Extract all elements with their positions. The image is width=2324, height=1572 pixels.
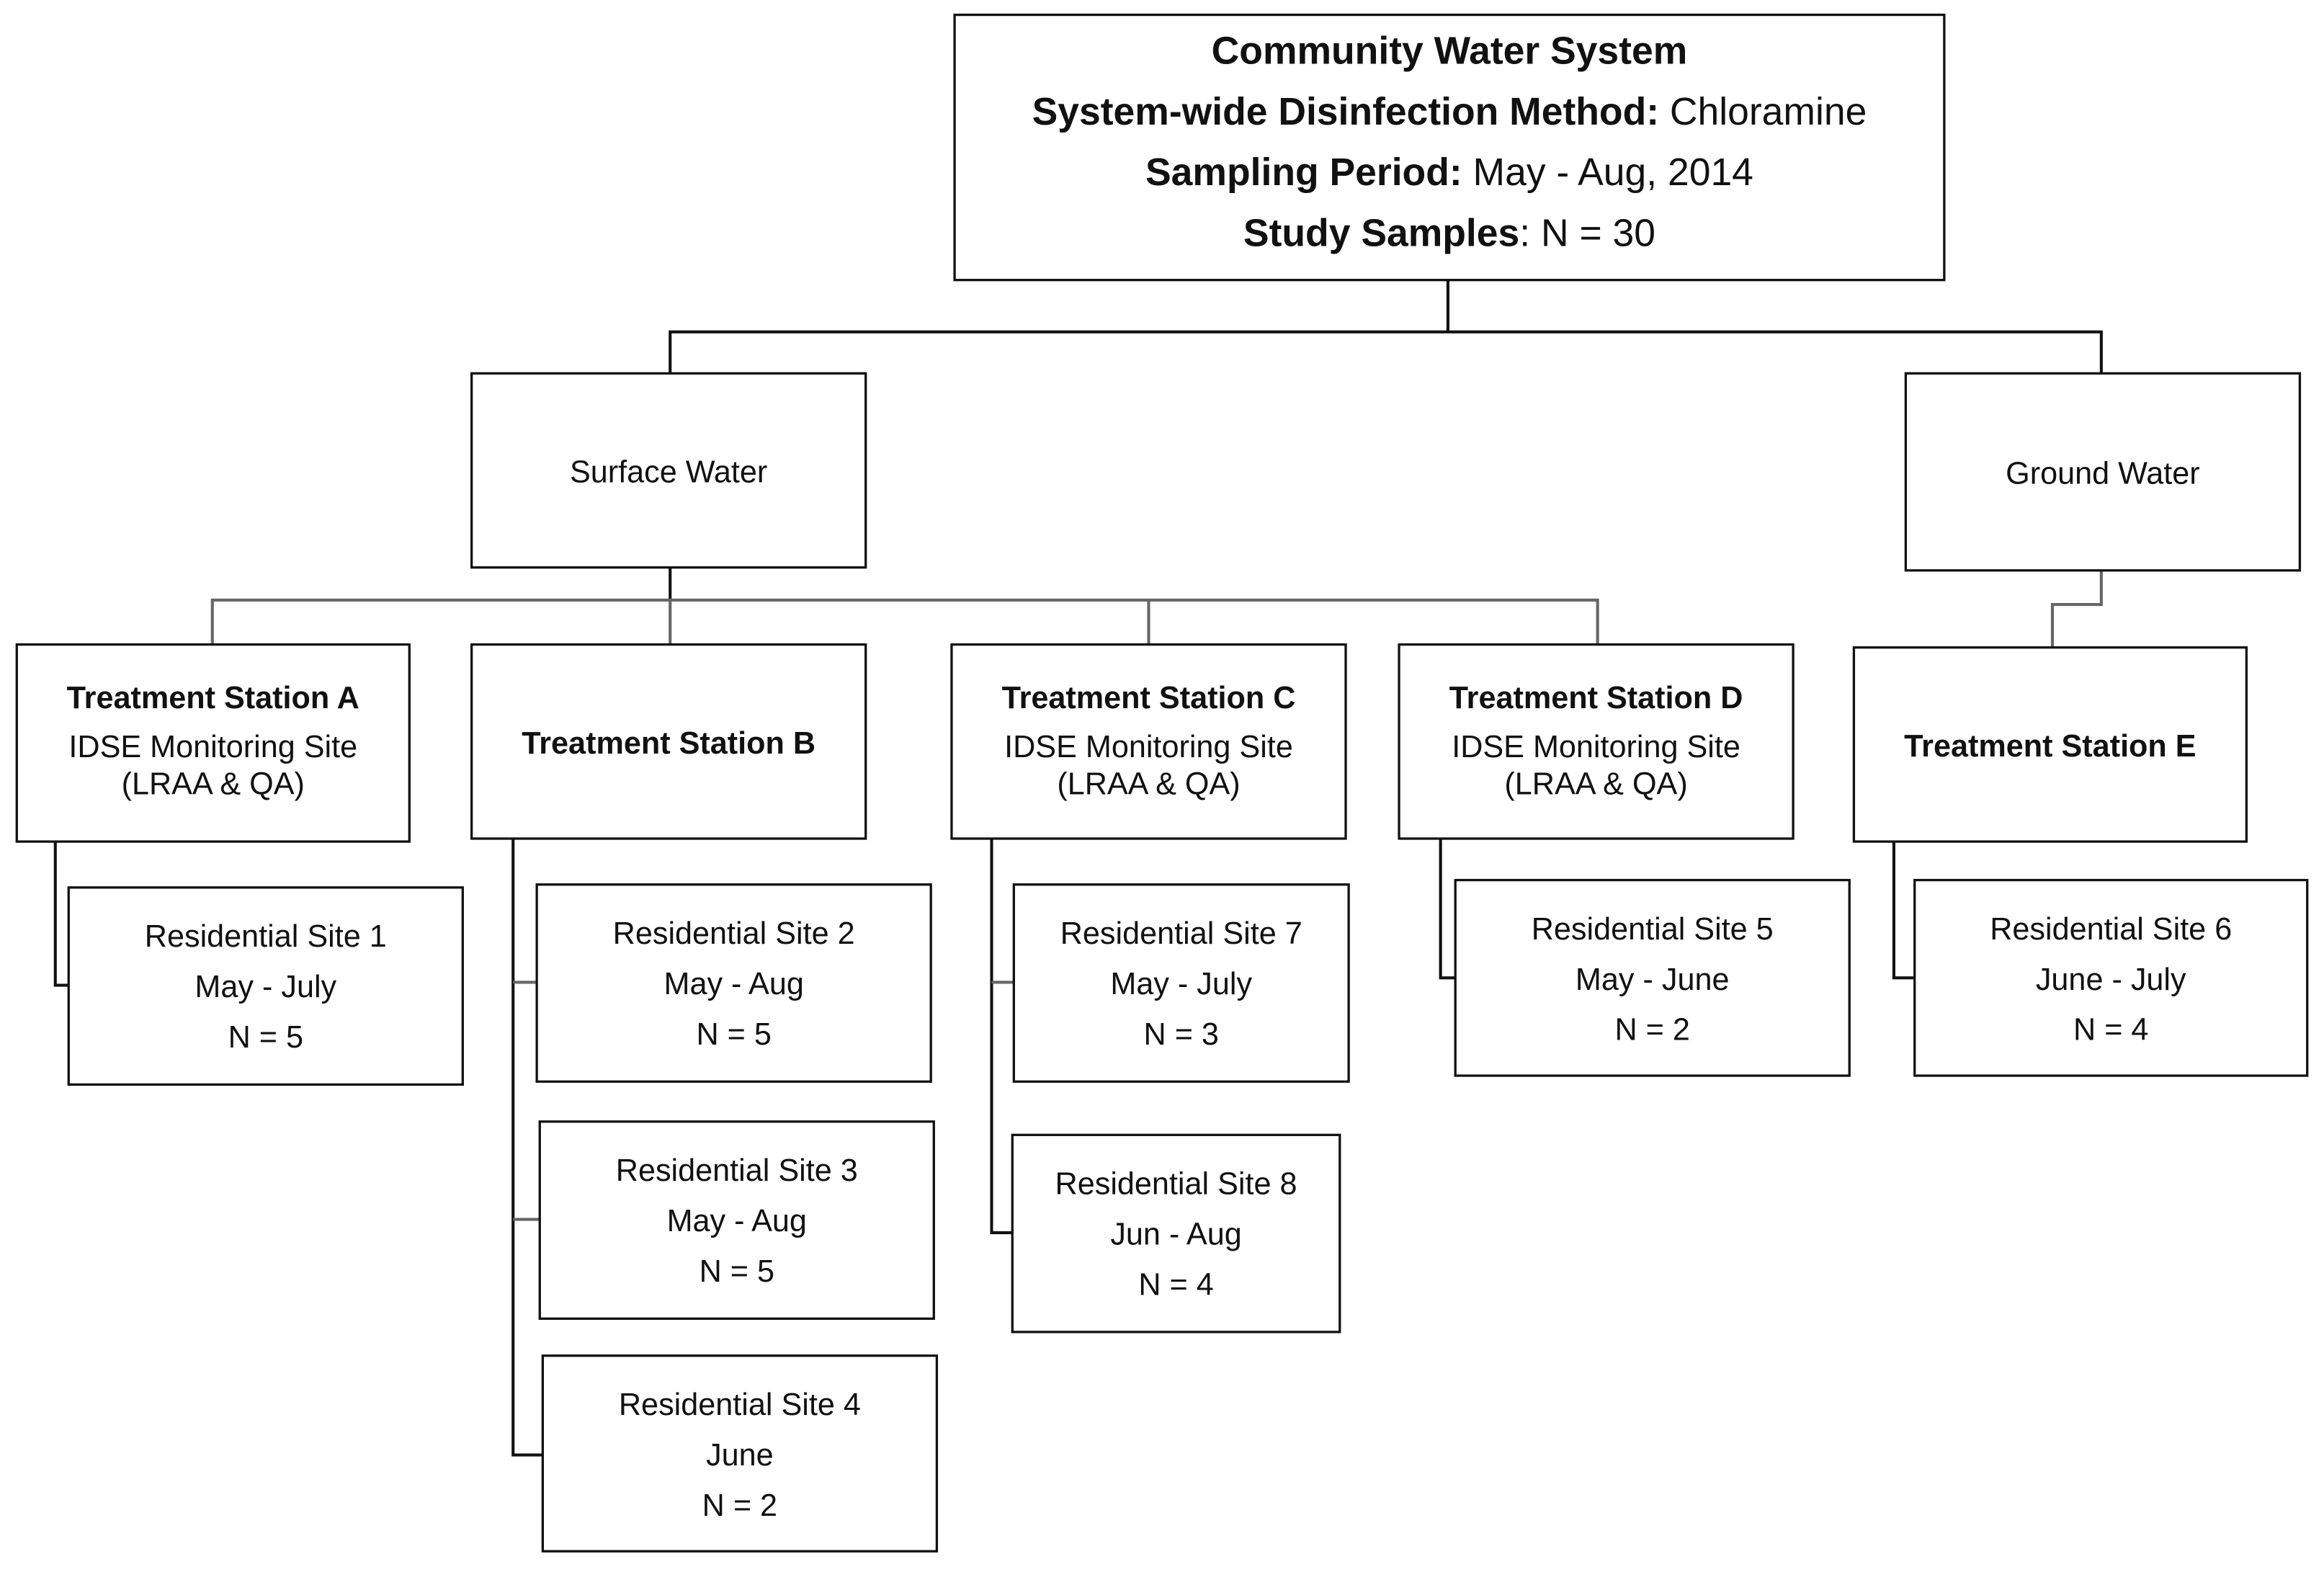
root-line: Study Samples: N = 30 [1243,212,1655,254]
treatment-station-box-border [470,643,867,840]
treatment-station-box: Treatment Station B [470,643,867,840]
station-title: Treatment Station A [67,681,359,715]
station-detail: (LRAA & QA) [122,767,305,801]
residential-site-box: Residential Site 5 May - June N = 2 [1454,878,1851,1077]
site-line: Residential Site 4 [619,1388,861,1422]
site-line: Residential Site 1 [145,919,387,954]
residential-site-box-border [1913,878,2309,1077]
site-line: N = 3 [1144,1017,1219,1052]
site-line: May - Aug [667,1204,807,1238]
site-line: Residential Site 6 [1990,912,2232,947]
residential-site-box: Residential Site 2 May - Aug N = 5 [535,883,932,1083]
station-detail: IDSE Monitoring Site [1452,730,1740,764]
residential-site-box-border [538,1120,935,1320]
site-line: Jun - Aug [1110,1218,1241,1252]
treatment-station-box-border [950,643,1347,840]
residential-site-box: Residential Site 8 Jun - Aug N = 4 [1011,1133,1341,1334]
site-line: Residential Site 7 [1060,916,1302,951]
root-line: System-wide Disinfection Method: Chloram… [1032,91,1867,133]
root-title: Community Water System [1212,30,1688,72]
source-label: Surface Water [570,455,767,489]
residential-site-box-border [1454,878,1851,1077]
site-line: May - Aug [663,967,803,1001]
station-c-site-connector [990,839,1013,1235]
station-title: Treatment Station C [1002,681,1296,715]
station-title: Treatment Station E [1904,729,2196,764]
root-line-value: : N = 30 [1519,212,1655,254]
treatment-station-box-border [15,643,411,843]
site-line: Residential Site 3 [616,1153,858,1188]
residential-site-box-border [1011,1133,1341,1334]
site-line: N = 4 [2073,1013,2148,1048]
site-line: N = 5 [700,1254,774,1289]
station-d-site-connector [1439,839,1456,980]
root-line-value: May - Aug, 2014 [1462,151,1753,194]
source-box: Surface Water [470,372,867,569]
site-line: N = 2 [1615,1013,1690,1048]
source-box: Ground Water [1904,372,2302,572]
root-box-border [953,13,1946,282]
station-b-site-connector [511,839,543,1457]
treatment-station-box: Treatment Station A IDSE Monitoring Site(… [15,643,411,843]
treatment-station-box: Treatment Station D IDSE Monitoring Site(… [1398,643,1795,840]
surface-branch-connector [210,598,1599,645]
residential-site-box-border [541,1354,939,1553]
site-line: May - June [1576,963,1730,997]
site-line: Residential Site 8 [1055,1167,1297,1202]
residential-site-box: Residential Site 6 June - July N = 4 [1913,878,2309,1077]
site-line: May - July [195,970,336,1004]
site-line: N = 2 [702,1488,777,1523]
treatment-station-box-border [1852,646,2248,843]
station-detail: IDSE Monitoring Site [1004,730,1293,764]
residential-site-box-border [1012,883,1350,1083]
residential-site-box: Residential Site 7 May - July N = 3 [1012,883,1350,1083]
root-line-value: Chloramine [1659,91,1867,133]
root-line-label: Study Samples [1243,212,1519,254]
site-line: N = 4 [1138,1267,1213,1302]
station-detail: (LRAA & QA) [1504,767,1687,801]
station-title: Treatment Station B [522,726,815,761]
root-line-label: Sampling Period: [1145,151,1462,194]
site-line: N = 5 [228,1020,303,1055]
site-line: May - July [1110,967,1252,1001]
residential-site-box: Residential Site 4 June N = 2 [541,1354,939,1553]
residential-site-box-border [535,883,932,1083]
station-e-site-connector [1892,841,1915,980]
source-label: Ground Water [2006,456,2200,491]
site-line: Residential Site 2 [613,916,855,951]
treatment-station-box: Treatment Station C IDSE Monitoring Site(… [950,643,1347,840]
site-line: June [706,1438,774,1473]
treatment-station-box-border [1398,643,1795,840]
residential-site-box-border [67,886,464,1086]
root-line-label: System-wide Disinfection Method: [1032,91,1659,133]
root-line: Sampling Period: May - Aug, 2014 [1145,151,1753,194]
site-line: June - July [2036,963,2186,997]
source-box-border [470,372,867,569]
treatment-station-box: Treatment Station E [1852,646,2248,843]
ground-connector [2050,570,2103,648]
residential-site-box: Residential Site 1 May - July N = 5 [67,886,464,1086]
station-title: Treatment Station D [1449,681,1743,715]
station-a-site-connector [53,841,69,987]
station-detail: IDSE Monitoring Site [68,730,357,764]
site-line: Residential Site 5 [1532,912,1774,947]
root-branch-connector [669,330,2103,374]
residential-site-box: Residential Site 3 May - Aug N = 5 [538,1120,935,1320]
source-box-border [1904,372,2302,572]
site-line: N = 5 [696,1017,771,1052]
station-detail: (LRAA & QA) [1057,767,1240,801]
